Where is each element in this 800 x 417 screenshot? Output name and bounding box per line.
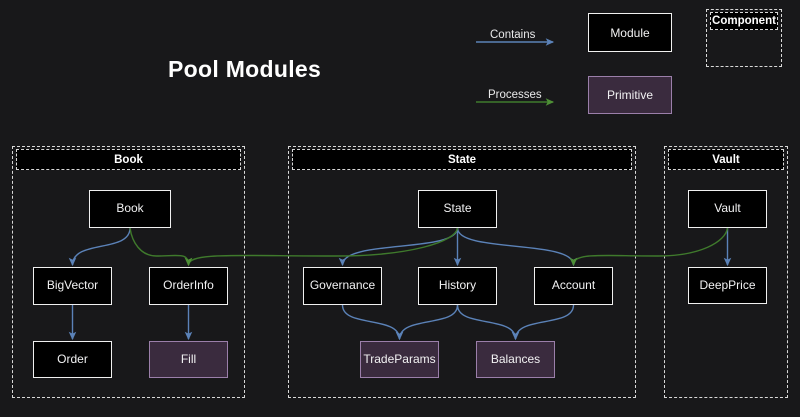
- cluster-label-vault: Vault: [668, 149, 784, 170]
- node-fill[interactable]: Fill: [149, 341, 228, 378]
- node-state[interactable]: State: [418, 190, 497, 228]
- node-deepprice[interactable]: DeepPrice: [688, 267, 767, 304]
- legend-component-label: Component: [710, 12, 778, 30]
- node-order[interactable]: Order: [33, 341, 112, 378]
- cluster-label-state: State: [292, 149, 632, 170]
- node-book[interactable]: Book: [89, 190, 171, 228]
- legend-primitive-box: Primitive: [588, 76, 672, 114]
- node-tradeparams[interactable]: TradeParams: [360, 341, 439, 378]
- node-history[interactable]: History: [418, 267, 497, 305]
- node-vault[interactable]: Vault: [688, 190, 767, 228]
- node-bigvector[interactable]: BigVector: [33, 267, 112, 305]
- node-governance[interactable]: Governance: [303, 267, 382, 305]
- node-balances[interactable]: Balances: [476, 341, 555, 378]
- cluster-label-book: Book: [16, 149, 241, 170]
- legend-module-box: Module: [588, 13, 672, 52]
- legend-processes-label: Processes: [488, 89, 542, 101]
- node-account[interactable]: Account: [534, 267, 613, 305]
- legend-contains-label: Contains: [490, 29, 535, 41]
- page-title: Pool Modules: [168, 56, 321, 83]
- node-orderinfo[interactable]: OrderInfo: [149, 267, 228, 305]
